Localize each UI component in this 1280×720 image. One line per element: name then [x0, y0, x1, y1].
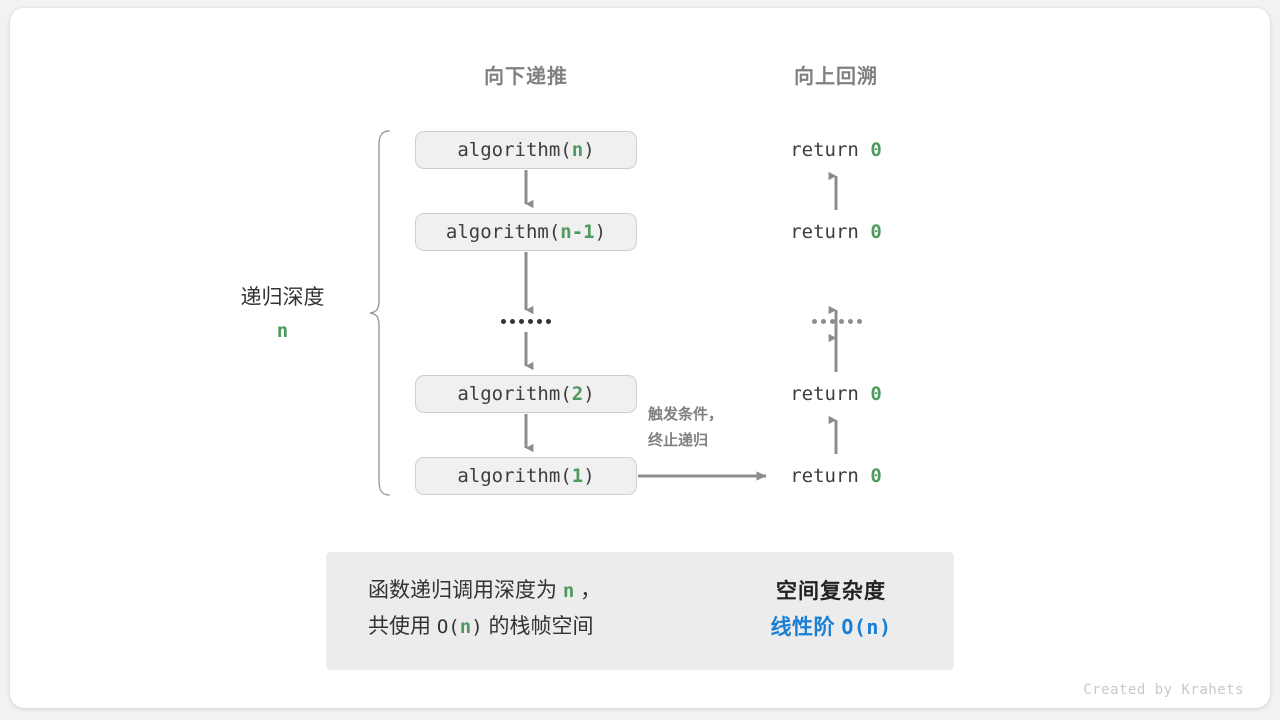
call-frame-arg: n [571, 139, 584, 161]
call-frame-arg: 1 [571, 465, 584, 487]
ellipsis-dots-descend [501, 319, 551, 324]
return-value: 0 [870, 221, 882, 243]
summary-line1-text: 函数递归调用深度为 [368, 579, 557, 602]
column-header-descend: 向下递推 [484, 66, 568, 88]
base-case-note-line1: 触发条件， [648, 406, 724, 423]
return-value: 0 [870, 139, 882, 161]
base-case-note: 触发条件， 终止递归 [648, 402, 723, 455]
credit-text: Created by Krahets [1083, 682, 1244, 698]
return-value: 0 [870, 465, 882, 487]
return-keyword: return [790, 465, 859, 487]
recursion-depth-variable: n [276, 319, 289, 342]
call-frame-box[interactable]: algorithm(2) [415, 375, 637, 413]
complexity-title: 空间复杂度 [776, 580, 886, 603]
call-frame-arg: n-1 [560, 221, 595, 243]
return-statement: return 0 [725, 383, 947, 405]
call-frame-prefix: algorithm( [457, 139, 572, 161]
summary-line1-variable: n [562, 580, 575, 602]
recursion-depth-text: 递归深度 [240, 286, 325, 309]
summary-panel: 函数递归调用深度为 n ， 共使用 O(n) 的栈帧空间 空间复杂度 线性阶 O… [326, 552, 954, 670]
return-keyword: return [790, 383, 859, 405]
return-statement: return 0 [725, 139, 947, 161]
summary-line-1: 函数递归调用深度为 n ， [368, 573, 601, 609]
return-statement: return 0 [725, 221, 947, 243]
return-statement: return 0 [725, 465, 947, 487]
complexity-value: 线性阶 O(n) [726, 610, 936, 646]
summary-line-2: 共使用 O(n) 的栈帧空间 [368, 609, 601, 645]
summary-conclusion: 空间复杂度 线性阶 O(n) [726, 574, 936, 646]
complexity-big-o: O(n) [841, 615, 892, 640]
call-frame-arg: 2 [571, 383, 584, 405]
call-frame-suffix: ) [583, 139, 595, 161]
summary-line2-tail: 的栈帧空间 [488, 615, 594, 639]
return-keyword: return [790, 221, 859, 243]
recursion-depth-label: 递归深度 n [205, 281, 360, 347]
complexity-order-label: 线性阶 [770, 616, 835, 640]
column-header-ascend: 向上回溯 [794, 66, 878, 88]
call-frame-box[interactable]: algorithm(n) [415, 131, 637, 169]
call-frame-suffix: ) [594, 221, 607, 243]
summary-line2-text: 共使用 [368, 615, 431, 639]
summary-line2-variable: n [459, 616, 472, 639]
summary-description: 函数递归调用深度为 n ， 共使用 O(n) 的栈帧空间 [368, 573, 601, 645]
summary-line1-comma: ， [580, 579, 602, 602]
ellipsis-dots-ascend [812, 319, 862, 324]
call-frame-prefix: algorithm( [457, 383, 572, 405]
return-keyword: return [790, 139, 859, 161]
call-frame-suffix: ) [583, 383, 595, 405]
call-frame-prefix: algorithm( [445, 221, 561, 243]
return-value: 0 [870, 383, 882, 405]
call-frame-prefix: algorithm( [457, 465, 572, 487]
call-frame-box[interactable]: algorithm(1) [415, 457, 637, 495]
call-frame-box[interactable]: algorithm(n-1) [415, 213, 637, 251]
summary-line2-fn-close: ) [471, 616, 483, 639]
summary-line2-fn-open: O( [436, 616, 460, 639]
base-case-note-line2: 终止递归 [648, 432, 709, 450]
call-frame-suffix: ) [583, 465, 595, 487]
